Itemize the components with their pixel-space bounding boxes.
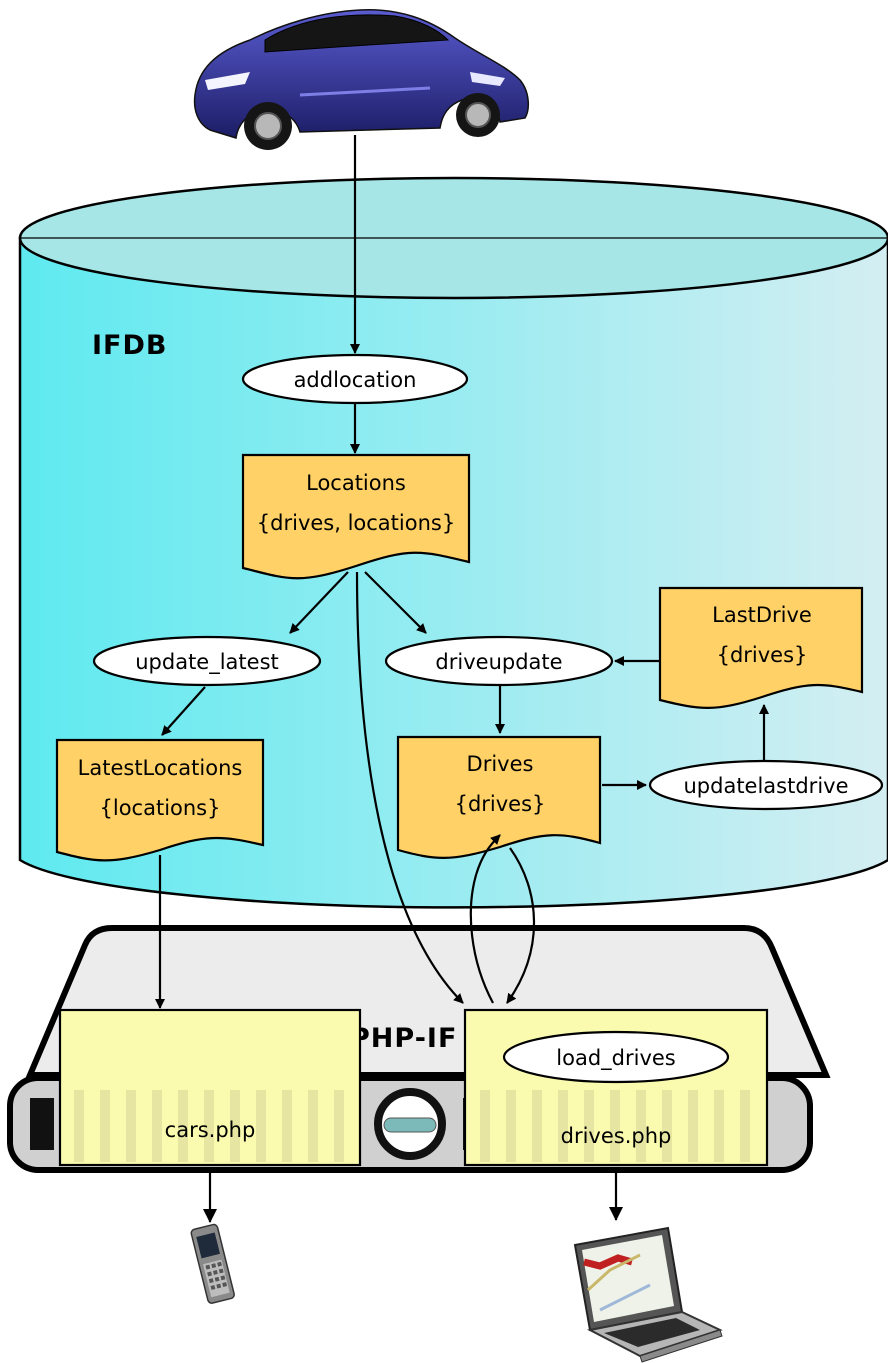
edge-update-latest-to-latest-locations: [161, 686, 206, 736]
process-load-drives-label: load_drives: [556, 1046, 675, 1071]
edges: [155, 135, 769, 1223]
cars-php-label: cars.php: [165, 1118, 256, 1142]
process-addlocation[interactable]: addlocation: [241, 353, 469, 405]
store-last-drive-fields: {drives}: [717, 643, 808, 667]
process-updatelastdrive-label: updatelastdrive: [683, 774, 848, 798]
process-updatelastdrive[interactable]: updatelastdrive: [648, 759, 884, 811]
mobile-phone-icon: [190, 1223, 235, 1304]
database-label: IFDB: [92, 330, 167, 361]
store-latest-locations-fields: {locations}: [100, 796, 221, 820]
process-update-latest-label: update_latest: [135, 650, 279, 675]
store-drives-fields: {drives}: [455, 792, 546, 816]
sports-car-icon: [193, 9, 530, 150]
process-load-drives[interactable]: load_drives: [502, 1030, 730, 1084]
server-label: PHP-IF: [350, 1023, 457, 1054]
edge-drives-php-to-drives: [469, 834, 501, 1004]
store-latest-locations-title: LatestLocations: [78, 756, 243, 780]
store-latest-locations[interactable]: LatestLocations {locations}: [55, 738, 265, 862]
edge-locations-to-drives-php: [355, 571, 464, 1004]
drives-php-label: drives.php: [561, 1124, 672, 1148]
process-addlocation-label: addlocation: [294, 368, 417, 392]
process-update-latest[interactable]: update_latest: [92, 635, 322, 687]
process-driveupdate[interactable]: driveupdate: [384, 635, 614, 687]
laptop-map-icon: [573, 1226, 723, 1363]
edge-drives-to-drives-php: [506, 847, 536, 1004]
process-driveupdate-label: driveupdate: [435, 650, 562, 674]
cars-php-page[interactable]: cars.php: [58, 1008, 362, 1167]
store-locations-fields: {drives, locations}: [257, 511, 455, 535]
edge-locations-to-driveupdate: [364, 571, 427, 634]
edge-locations-to-update-latest: [289, 571, 349, 634]
store-locations-title: Locations: [306, 471, 406, 495]
store-locations[interactable]: Locations {drives, locations}: [241, 453, 471, 580]
store-drives[interactable]: Drives {drives}: [396, 735, 602, 859]
store-last-drive[interactable]: LastDrive {drives}: [658, 586, 864, 709]
store-last-drive-title: LastDrive: [712, 603, 812, 627]
store-drives-title: Drives: [467, 752, 534, 776]
